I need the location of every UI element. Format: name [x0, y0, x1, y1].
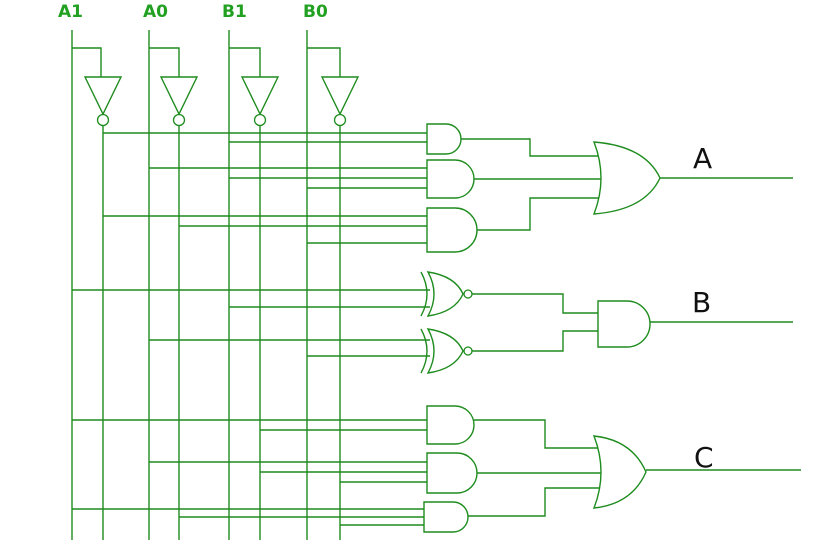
input-rails — [71, 30, 308, 540]
xnor-gate-b2 — [420, 328, 473, 374]
and-gate-b — [597, 300, 651, 348]
not-gate-b0 — [307, 47, 360, 127]
section-c-mid-wires — [468, 419, 605, 517]
section-b-mid-wires — [472, 293, 598, 352]
input-label-a1: A1 — [58, 2, 83, 22]
and-gate-c1 — [426, 405, 475, 445]
and-gate-a1 — [426, 123, 462, 155]
output-label-c: C — [694, 441, 714, 474]
not-gate-a1 — [72, 47, 123, 127]
input-label-b1: B1 — [222, 2, 247, 22]
or-gate-a — [592, 141, 661, 215]
section-b-input-wires — [72, 289, 430, 357]
complement-rails — [102, 126, 341, 540]
and-gate-a2 — [426, 159, 475, 199]
and-gate-c3 — [423, 501, 469, 533]
and-gate-c2 — [426, 452, 478, 494]
section-a-input-wires — [103, 132, 427, 244]
input-label-a0: A0 — [143, 2, 168, 22]
section-a-mid-wires — [461, 138, 605, 231]
and-gate-a3 — [426, 207, 478, 253]
not-gate-a0 — [149, 47, 199, 127]
output-label-b: B — [692, 286, 711, 319]
input-label-b0: B0 — [303, 2, 328, 22]
not-gate-b1 — [229, 47, 280, 127]
xnor-gate-b1 — [420, 271, 473, 317]
output-label-a: A — [693, 142, 712, 175]
or-gate-c — [592, 435, 647, 509]
section-c-input-wires — [72, 419, 427, 526]
